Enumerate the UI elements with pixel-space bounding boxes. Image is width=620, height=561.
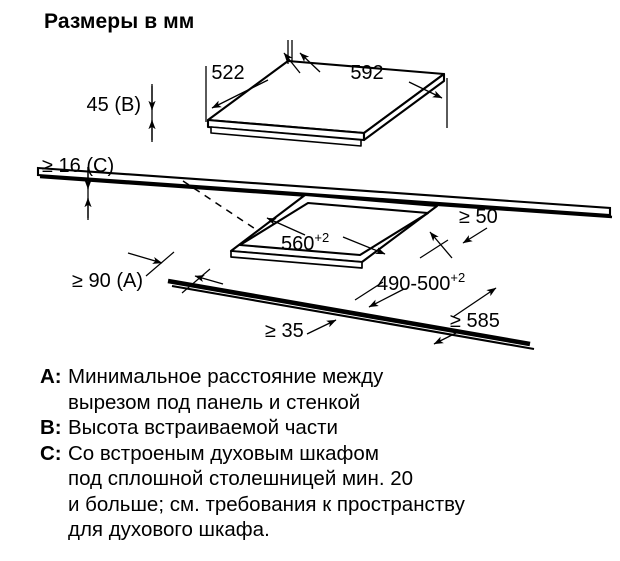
dimension-label-16-c: ≥ 16 (C) <box>42 155 114 177</box>
dimension-cutout-depth: 490-500+2 <box>354 231 465 308</box>
legend-row-b: B: Высота встраиваемой части <box>40 415 620 441</box>
cutout-inner-opening <box>238 201 430 257</box>
dimension-label-522: 522 <box>211 62 244 84</box>
dimension-label-45-b: 45 (B) <box>87 94 141 116</box>
technical-drawing: 522 592 45 (B) ≥ 16 (C) <box>36 40 613 351</box>
dimension-width-592: 592 <box>291 40 448 128</box>
legend-row-a: A: Минимальное расстояние между вырезом … <box>40 364 620 415</box>
dimension-label-585: ≥ 585 <box>450 310 500 332</box>
dimension-label-592: 592 <box>350 62 383 84</box>
leader-522-right <box>283 52 301 74</box>
leader-585-lower <box>433 331 459 345</box>
dimension-label-560: 560+2 <box>281 230 329 255</box>
worktop-rear-edge <box>36 166 612 217</box>
page-title: Размеры в мм <box>44 10 195 33</box>
ext-line-490-lower <box>354 281 384 301</box>
leader-490-lower <box>368 288 405 308</box>
leader-a-left <box>127 252 163 264</box>
cutout-rim-thickness <box>230 250 363 269</box>
leader-522-left <box>211 79 269 109</box>
dimension-depth-522: 522 <box>205 40 301 122</box>
legend-text-c: Со встроеным духовым шкафом под сплошной… <box>68 441 465 542</box>
worktop-front-edge-inner <box>171 284 535 351</box>
leader-585-upper <box>452 287 497 318</box>
dimension-label-50: ≥ 50 <box>459 206 498 228</box>
hob-right-edge <box>362 72 446 142</box>
dimension-front-clearance: ≥ 35 <box>265 319 337 342</box>
worktop-front-edge-outer <box>167 278 531 347</box>
leader-50 <box>462 227 488 244</box>
dimension-cutout-width: 560+2 <box>266 217 386 255</box>
hob-mounting-lip <box>210 126 362 147</box>
ext-line-a-tick2 <box>181 268 211 294</box>
leader-592-left <box>299 52 321 73</box>
dimension-worktop-depth: ≥ 585 <box>433 287 500 345</box>
ext-line-a-tick <box>145 251 175 277</box>
projection-dashed-line <box>182 180 297 257</box>
leader-592-right <box>408 81 443 99</box>
dimension-height-b: 45 (B) <box>87 84 156 142</box>
cutout-group <box>229 193 439 269</box>
dimension-clearance-a: ≥ 90 (A) <box>72 251 224 294</box>
legend-text-b: Высота встраиваемой части <box>68 416 338 439</box>
legend-key-a: A: <box>40 365 62 388</box>
dimension-clearance-c: ≥ 16 (C) <box>42 155 114 220</box>
leader-560-left <box>266 217 306 236</box>
legend-row-c: C: Со встроеным духовым шкафом под сплош… <box>40 441 620 543</box>
dimension-rear-clearance: ≥ 50 <box>459 206 498 244</box>
leader-a-right <box>194 275 224 285</box>
legend-key-c: C: <box>40 441 62 465</box>
leader-35 <box>306 319 337 335</box>
dimension-value-560: 560 <box>281 233 314 255</box>
dimension-tolerance-560: +2 <box>314 230 329 245</box>
dimension-label-490-500: 490-500+2 <box>377 270 465 295</box>
hob-plate-group <box>206 59 446 147</box>
leader-560-right <box>342 236 386 255</box>
dimension-label-35: ≥ 35 <box>265 320 304 342</box>
legend: A: Минимальное расстояние между вырезом … <box>40 364 620 543</box>
legend-key-b: B: <box>40 416 62 439</box>
dimension-label-90-a: ≥ 90 (A) <box>72 270 143 292</box>
ext-line-490-upper <box>419 239 449 259</box>
legend-text-a: Минимальное расстояние между вырезом под… <box>68 365 384 414</box>
dimension-value-490-500: 490-500 <box>377 273 450 295</box>
dimension-tolerance-490-500: +2 <box>450 270 465 285</box>
